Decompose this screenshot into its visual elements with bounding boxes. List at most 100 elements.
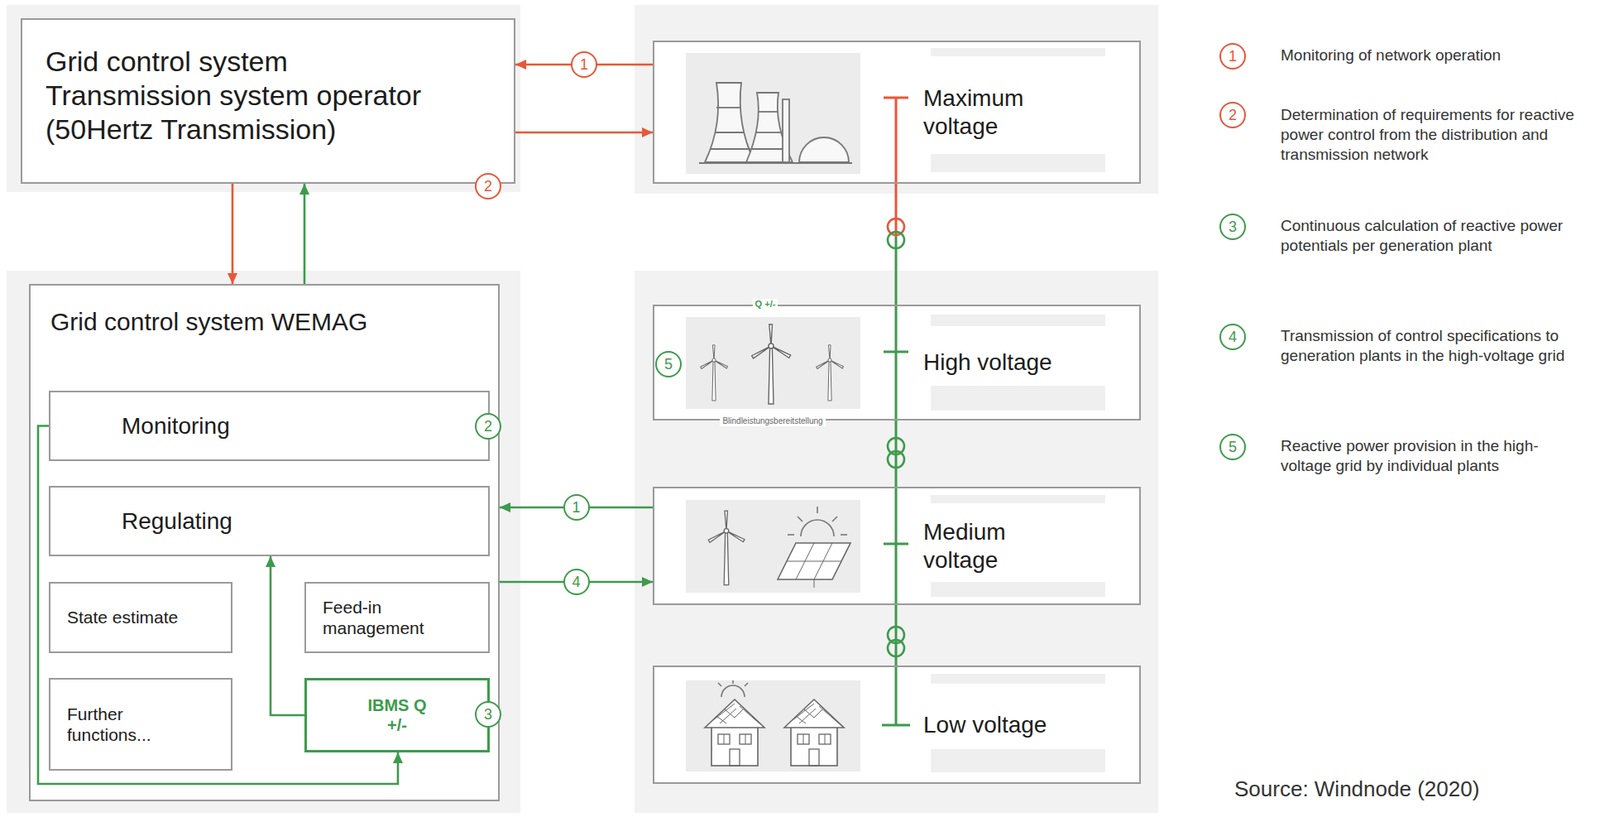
houses-illustration xyxy=(721,685,745,697)
callout-number: 2 xyxy=(1219,101,1246,129)
callout-number: 4 xyxy=(563,568,590,595)
placeholder-bars xyxy=(930,314,1106,326)
power-plant-illustration xyxy=(757,110,778,113)
placeholder-bars xyxy=(930,153,1106,173)
wind-turbines-illustration xyxy=(816,344,844,401)
function-box: Further functions... xyxy=(48,677,233,771)
annotation-text: Blindleistungsbereitstellung xyxy=(719,416,825,427)
houses-illustration xyxy=(704,699,765,766)
node-text: Monitoring xyxy=(121,411,230,441)
power-plant-illustration xyxy=(799,137,849,163)
callout-number: 3 xyxy=(474,700,502,728)
placeholder-bars xyxy=(930,748,1106,772)
arrowhead xyxy=(499,502,511,513)
placeholder-bars xyxy=(930,581,1106,597)
node-text: Regulating xyxy=(121,507,233,536)
node-text: Feed-in management xyxy=(322,596,431,638)
node-text: IBMS Q +/- xyxy=(364,694,431,735)
connector xyxy=(515,127,653,138)
arrowhead xyxy=(392,752,403,763)
houses-illustration xyxy=(732,680,734,684)
function-box: Regulating xyxy=(48,485,490,556)
node-text: Medium voltage xyxy=(923,517,1064,574)
wind-and-solar-illustration xyxy=(786,542,842,588)
wind-and-solar-illustration xyxy=(800,519,834,537)
legend-text: Continuous calculation of reactive power… xyxy=(1280,215,1589,256)
wind-turbines-illustration xyxy=(752,324,791,404)
box-fills xyxy=(652,40,1141,184)
callout-number: 5 xyxy=(655,350,682,378)
busbar-segments xyxy=(881,97,911,725)
panels xyxy=(634,270,1159,813)
arrowhead xyxy=(515,59,527,70)
connector-line xyxy=(515,131,653,135)
power-plant-illustration xyxy=(716,106,741,109)
node-text: Further functions... xyxy=(67,703,159,745)
node-text: Grid control system Transmission system … xyxy=(45,44,443,146)
node-text: State estimate xyxy=(67,606,178,628)
wind-and-solar-illustration xyxy=(816,506,819,513)
connector xyxy=(265,555,305,715)
image-grounds xyxy=(685,52,861,174)
callout-number: 2 xyxy=(474,412,502,440)
connector xyxy=(895,183,897,305)
power-plant-illustration xyxy=(782,99,790,163)
power-plant-illustration xyxy=(746,92,793,163)
function-box: Monitoring xyxy=(48,390,490,461)
legend-text: Reactive power provision in the high-vol… xyxy=(1280,435,1589,476)
wind-turbines-illustration xyxy=(700,344,729,401)
power-plant-illustration xyxy=(699,82,853,163)
power-plant-illustration xyxy=(699,162,853,164)
wind-and-solar-illustration xyxy=(787,533,795,536)
image-grounds xyxy=(685,52,861,772)
arrowhead xyxy=(299,183,310,195)
panels xyxy=(6,4,521,192)
box-fills xyxy=(652,486,1141,605)
box-fills xyxy=(20,18,1141,801)
annotation-text: Q +/- xyxy=(752,298,779,310)
busbar-segments xyxy=(883,304,909,421)
system-box: Grid control system Transmission system … xyxy=(20,18,516,184)
wind-and-solar-illustration xyxy=(814,542,833,580)
wind-and-solar-illustration xyxy=(832,516,838,522)
transformer-symbols xyxy=(887,450,905,468)
houses-illustration xyxy=(744,682,748,686)
wind-turbines-illustration xyxy=(700,324,844,404)
callout-number: 2 xyxy=(474,172,502,200)
placeholder-bars xyxy=(930,47,1106,57)
system-box: Grid control system WEMAGMonitoringRegul… xyxy=(28,283,500,801)
box-fills xyxy=(20,18,516,184)
callout-number: 1 xyxy=(570,51,598,78)
connector-line xyxy=(303,183,307,284)
connector-line xyxy=(895,183,898,234)
wind-and-solar-illustration xyxy=(786,560,842,562)
wind-and-solar-illustration xyxy=(840,533,848,536)
power-plant-illustration xyxy=(714,131,744,134)
ibms-box: IBMS Q +/- xyxy=(304,677,490,753)
power-plant-illustration xyxy=(709,148,751,150)
voltage-level-box: Low voltage xyxy=(652,665,1141,784)
caption: Source: Windnode (2020) xyxy=(1234,776,1480,802)
houses-illustration xyxy=(784,699,844,766)
wind-and-solar-illustration xyxy=(708,510,745,585)
wind-and-solar-illustration xyxy=(708,506,851,588)
function-box: State estimate xyxy=(48,581,233,653)
placeholder-bars xyxy=(930,494,1106,503)
panels xyxy=(6,4,1159,813)
busbar-segments xyxy=(883,486,909,605)
wind-and-solar-illustration xyxy=(787,506,848,537)
callout-number: 3 xyxy=(1219,213,1246,240)
callout-number: 1 xyxy=(563,493,590,521)
houses-illustration xyxy=(704,680,844,766)
callout-number: 1 xyxy=(1219,43,1246,70)
box-fills xyxy=(28,283,500,801)
arrowhead xyxy=(265,555,276,567)
wind-and-solar-illustration xyxy=(777,542,851,580)
function-box: Feed-in management xyxy=(304,581,490,653)
arrowhead xyxy=(641,576,653,587)
placeholder-bars xyxy=(930,673,1106,684)
power-plant-illustration xyxy=(756,131,781,134)
placeholder-bars xyxy=(930,47,1106,772)
busbar-segments xyxy=(883,97,909,184)
node-text: Maximum voltage xyxy=(923,84,1064,140)
